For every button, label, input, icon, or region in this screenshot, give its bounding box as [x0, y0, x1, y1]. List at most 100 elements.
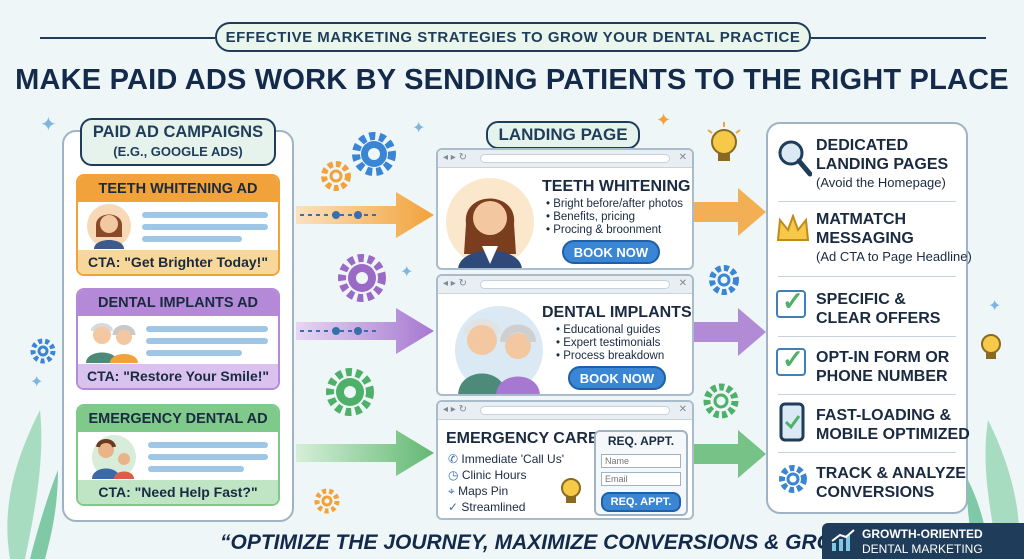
divider — [778, 336, 956, 337]
gear-icon — [352, 132, 396, 176]
text-line — [148, 442, 268, 448]
name-field[interactable] — [601, 454, 681, 468]
tip-note: (Avoid the Homepage) — [816, 175, 946, 190]
page-headline: MAKE PAID ADS WORK BY SENDING PATIENTS T… — [15, 64, 1009, 96]
ad-cta: CTA: "Get Brighter Today!" — [78, 250, 278, 274]
text-line — [148, 466, 244, 472]
bullet-text: Maps Pin — [458, 484, 509, 498]
growth-chart-icon — [831, 529, 855, 551]
text-line — [142, 224, 268, 230]
best-practices-panel — [766, 122, 968, 514]
landing-bullets: ✆ Immediate 'Call Us' ◷ Clinic Hours ⌖ M… — [448, 451, 564, 515]
address-bar[interactable] — [480, 280, 670, 289]
ad-body — [78, 202, 278, 250]
sparkle-icon: ✦ — [656, 110, 672, 130]
elderly-couple-icon — [455, 306, 543, 394]
woman-professional-icon — [446, 178, 534, 268]
lightbulb-icon — [707, 122, 741, 161]
tip-title: OPT-IN FORM OR PHONE NUMBER — [816, 349, 950, 385]
browser-nav-icon[interactable]: ◂ ▸ ↻ — [443, 278, 467, 289]
close-icon[interactable]: ✕ — [678, 152, 687, 163]
checkbox-icon: ✓ — [776, 286, 806, 318]
lightbulb-icon — [981, 334, 1001, 359]
top-banner: EFFECTIVE MARKETING STRATEGIES TO GROW Y… — [215, 22, 811, 52]
bullet-item: ✓ Streamlined — [448, 499, 564, 515]
woman-avatar-icon — [87, 204, 131, 249]
elderly-couple-icon — [86, 323, 138, 363]
landing-bullets: • Educational guides • Expert testimonia… — [556, 324, 664, 363]
browser-nav-icon[interactable]: ◂ ▸ ↻ — [443, 152, 467, 163]
ad-cta: CTA: "Need Help Fast?" — [78, 480, 278, 504]
tip-title: FAST-LOADING & MOBILE OPTIMIZED — [816, 407, 970, 443]
tip-message-matching: MATMATCH MESSAGING (Ad CTA to Page Headl… — [816, 210, 972, 265]
sparkle-icon: ✦ — [412, 120, 426, 137]
arrow-icon — [296, 430, 434, 476]
bullet-item: ⌖ Maps Pin — [448, 483, 564, 499]
email-field[interactable] — [601, 472, 681, 486]
bullet-item: • Bright before/after photos — [546, 198, 683, 210]
text-line — [146, 338, 268, 344]
brand-logo: GROWTH-ORIENTED DENTAL MARKETING — [822, 523, 1024, 559]
tip-title: DEDICATED LANDING PAGES — [816, 137, 949, 173]
landing-window-teeth-whitening: ◂ ▸ ↻ ✕ TEETH WHITENING • Bright before/… — [436, 148, 694, 270]
gear-icon — [779, 465, 807, 493]
sparkle-icon: ✦ — [400, 264, 414, 281]
magnifier-icon — [778, 140, 812, 177]
book-now-button[interactable]: BOOK NOW — [568, 366, 666, 390]
sparkle-icon: ✦ — [988, 298, 1002, 315]
divider — [778, 201, 956, 202]
bullet-text: Streamlined — [461, 500, 526, 514]
landing-title: EMERGENCY CARE — [446, 430, 599, 447]
text-line — [148, 454, 268, 460]
gear-icon — [326, 368, 374, 416]
ad-title: DENTAL IMPLANTS AD — [78, 290, 278, 316]
ad-card-emergency-dental[interactable]: EMERGENCY DENTAL AD CTA: "Need Help Fast… — [76, 404, 280, 506]
request-appointment-button[interactable]: REQ. APPT. — [601, 492, 681, 512]
parent-child-icon — [92, 435, 136, 479]
bullet-item: • Educational guides — [556, 324, 661, 336]
browser-bar: ◂ ▸ ↻ ✕ — [438, 150, 692, 168]
tip-fast-loading: FAST-LOADING & MOBILE OPTIMIZED — [816, 406, 970, 444]
arrow-icon — [694, 308, 766, 356]
browser-bar: ◂ ▸ ↻ ✕ — [438, 402, 692, 420]
landing-title: DENTAL IMPLANTS — [542, 304, 692, 321]
map-pin-icon: ⌖ — [448, 484, 459, 498]
gear-icon — [314, 488, 340, 514]
address-bar[interactable] — [480, 406, 670, 415]
check-icon: ✓ — [448, 500, 462, 514]
arrow-icon — [694, 188, 766, 236]
arrow-icon — [694, 430, 766, 478]
text-line — [142, 212, 268, 218]
close-icon[interactable]: ✕ — [678, 404, 687, 415]
landing-page-label: LANDING PAGE — [486, 121, 640, 149]
bullet-item: • Procing & broonment — [546, 224, 662, 236]
ads-panel-title: PAID AD CAMPAIGNS (E.G., GOOGLE ADS) — [80, 118, 276, 166]
ad-card-dental-implants[interactable]: DENTAL IMPLANTS AD CTA: "Restore Your Sm… — [76, 288, 280, 390]
request-appointment-form: REQ. APPT. REQ. APPT. — [594, 430, 688, 516]
tip-title: TRACK & ANALYZE CONVERSIONS — [816, 465, 966, 501]
leaf-decoration-left — [7, 410, 58, 559]
sparkle-icon: ✦ — [40, 114, 57, 136]
checkbox-icon: ✓ — [776, 344, 806, 376]
book-now-button[interactable]: BOOK NOW — [562, 240, 660, 264]
divider — [778, 276, 956, 277]
close-icon[interactable]: ✕ — [678, 278, 687, 289]
text-line — [146, 350, 242, 356]
bullet-item: • Process breakdown — [556, 350, 665, 362]
address-bar[interactable] — [480, 154, 670, 163]
ads-panel-heading: PAID AD CAMPAIGNS — [92, 123, 264, 141]
landing-window-dental-implants: ◂ ▸ ↻ ✕ DENTAL IMPLANTS • Educational gu… — [436, 274, 694, 396]
tip-track-analyze: TRACK & ANALYZE CONVERSIONS — [816, 464, 966, 502]
tip-dedicated-landing-pages: DEDICATED LANDING PAGES (Avoid the Homep… — [816, 136, 948, 191]
arrow-icon — [296, 192, 434, 238]
gear-icon — [709, 265, 739, 295]
gear-icon — [30, 338, 56, 364]
lightbulb-icon — [561, 478, 581, 503]
browser-nav-icon[interactable]: ◂ ▸ ↻ — [443, 404, 467, 415]
clock-icon: ◷ — [448, 468, 462, 482]
ad-card-teeth-whitening[interactable]: TEETH WHITENING AD CTA: "Get Brighter To… — [76, 174, 280, 276]
gear-icon — [321, 161, 351, 191]
ad-body — [78, 316, 278, 364]
footer-quote: “OPTIMIZE THE JOURNEY, MAXIMIZE CONVERSI… — [220, 531, 868, 554]
divider — [778, 452, 956, 453]
